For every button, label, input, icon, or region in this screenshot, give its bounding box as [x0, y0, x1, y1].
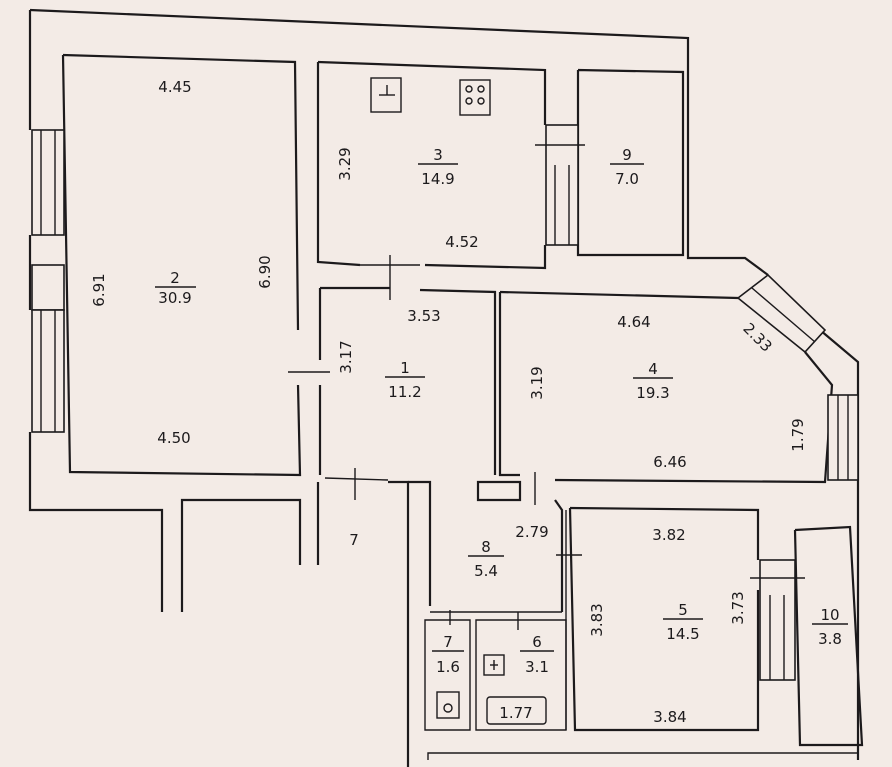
svg-text:3.8: 3.8 — [818, 630, 842, 648]
svg-text:7.0: 7.0 — [615, 170, 639, 188]
svg-text:1: 1 — [400, 359, 410, 377]
dim-r4-top: 4.64 — [617, 313, 650, 331]
room-7 — [424, 619, 471, 731]
window-r2-mid — [31, 264, 65, 311]
label-room-3: 3 14.9 — [418, 146, 458, 188]
label-room-2: 2 30.9 — [155, 269, 196, 307]
dimension-labels: 4.45 6.91 6.90 4.50 3.29 4.52 3.53 3.1 7 … — [90, 78, 807, 726]
dim-r5-top: 3.82 — [652, 526, 685, 544]
room-3 — [316, 60, 547, 270]
svg-text:14.9: 14.9 — [421, 170, 454, 188]
dim-r5-bottom: 3.84 — [653, 708, 686, 726]
door-marks — [288, 255, 582, 630]
outer-walls — [28, 8, 860, 767]
washer-icon — [436, 691, 460, 719]
dim-r2-right: 6.90 — [256, 255, 274, 288]
svg-text:3.1: 3.1 — [525, 658, 549, 676]
svg-text:30.9: 30.9 — [158, 289, 191, 307]
svg-text:8: 8 — [481, 538, 491, 556]
toilet-icon — [483, 654, 505, 676]
svg-text:9: 9 — [622, 146, 632, 164]
dim-r2-bottom: 4.50 — [157, 429, 190, 447]
svg-text:11.2: 11.2 — [388, 383, 421, 401]
window-r2-top — [31, 129, 65, 236]
dim-r2-left: 6.91 — [90, 273, 108, 306]
label-room-9: 9 7.0 — [610, 146, 644, 188]
label-room-1: 1 11.2 — [385, 359, 425, 401]
dim-r5-right: 3.73 — [729, 591, 747, 624]
room-8 — [430, 499, 564, 613]
label-room-8: 8 5.4 — [468, 538, 504, 580]
room-1 — [318, 286, 497, 481]
room-2 — [61, 53, 302, 477]
dim-r8-top: 2.79 — [515, 523, 548, 541]
svg-text:14.5: 14.5 — [666, 625, 699, 643]
dim-r3-left: 3.29 — [336, 147, 354, 180]
room-10 — [793, 525, 864, 747]
room-6 — [475, 619, 567, 731]
dim-r1-top: 3.53 — [407, 307, 440, 325]
dim-r1-left: 3.17 — [337, 340, 355, 373]
svg-text:19.3: 19.3 — [636, 384, 669, 402]
svg-text:3: 3 — [433, 146, 443, 164]
dim-corridor: 7 — [349, 531, 359, 549]
svg-text:4: 4 — [648, 360, 658, 378]
dim-r4-right: 1.79 — [789, 418, 807, 451]
dim-bathtub: 1.77 — [499, 704, 532, 722]
room-4 — [476, 290, 834, 502]
windows — [31, 124, 859, 681]
svg-text:5: 5 — [678, 601, 688, 619]
window-r2-bottom — [31, 309, 65, 433]
label-room-7: 7 1.6 — [432, 633, 464, 676]
window-r4-right — [827, 394, 859, 481]
label-room-4: 4 19.3 — [633, 360, 673, 402]
dim-r2-top: 4.45 — [158, 78, 191, 96]
sink-icon — [370, 77, 402, 113]
label-room-10: 10 3.8 — [812, 606, 848, 648]
svg-text:7: 7 — [443, 633, 453, 651]
room-labels: 2 30.9 3 14.9 9 7.0 1 11.2 4 19.3 8 5.4 — [155, 146, 848, 676]
svg-text:6: 6 — [532, 633, 542, 651]
label-room-5: 5 14.5 — [663, 601, 703, 643]
dim-r4-bottom: 6.46 — [653, 453, 686, 471]
stove-icon — [459, 79, 491, 116]
window-r3-r9 — [545, 124, 579, 246]
svg-text:1.6: 1.6 — [436, 658, 460, 676]
svg-text:2: 2 — [170, 269, 180, 287]
bathtub-icon — [486, 696, 547, 725]
dim-r4-left: 3.19 — [528, 366, 546, 399]
dim-r3-bottom: 4.52 — [445, 233, 478, 251]
window-r5-right — [759, 559, 796, 681]
label-room-6: 6 3.1 — [520, 633, 554, 676]
svg-text:5.4: 5.4 — [474, 562, 498, 580]
dim-r5-left: 3.83 — [588, 603, 606, 636]
svg-text:10: 10 — [820, 606, 839, 624]
